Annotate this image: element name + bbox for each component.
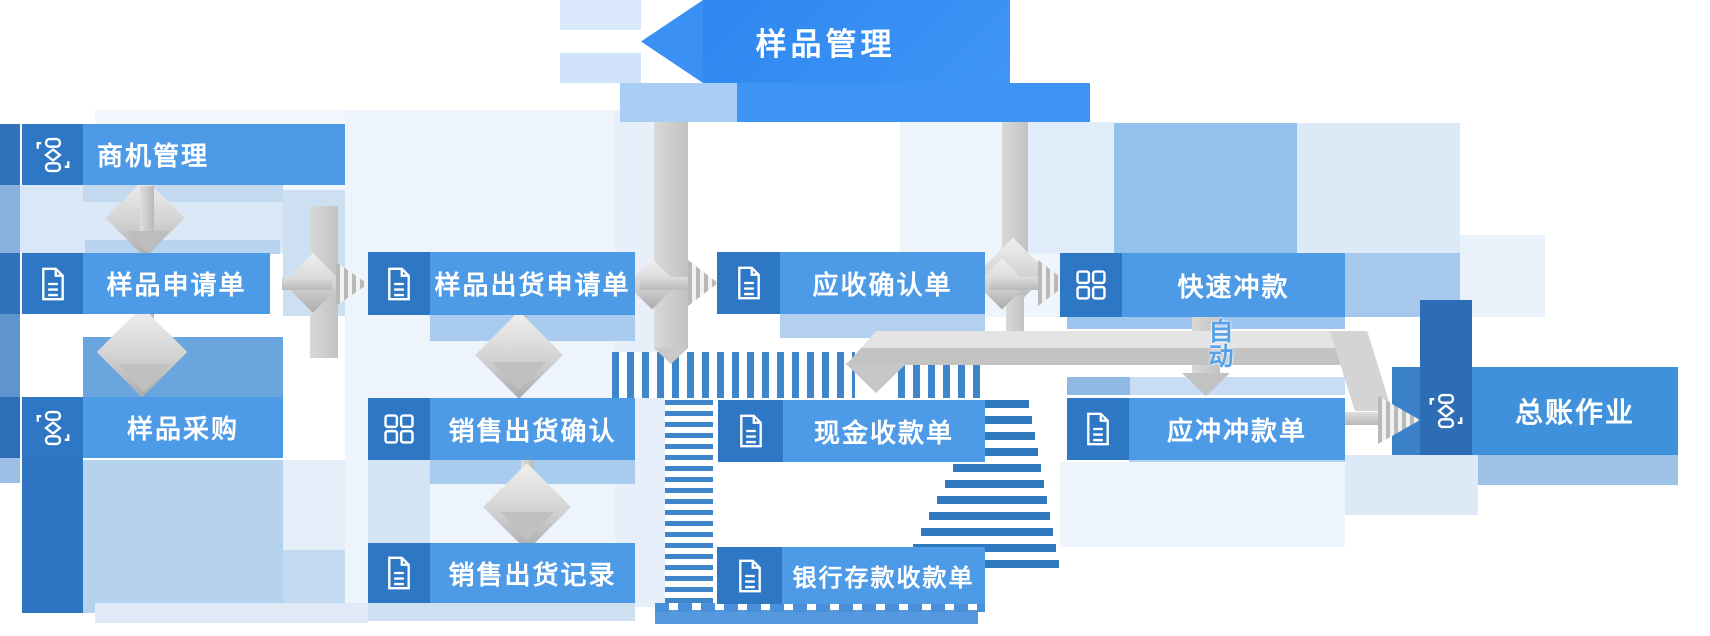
- flowchart-icon: [22, 397, 83, 458]
- arrow-head: [845, 363, 907, 393]
- banner-decor: [560, 0, 641, 30]
- mosaic-tile: [1114, 123, 1297, 253]
- node-business-opportunity[interactable]: 商机管理: [22, 124, 345, 185]
- node-label: 现金收款单: [783, 400, 985, 462]
- node-label: 销售出货确认: [430, 398, 635, 460]
- node-cash-receipt-form[interactable]: 现金收款单: [718, 400, 985, 462]
- mosaic-tile: [368, 460, 430, 543]
- banner-decor: [620, 83, 737, 122]
- mosaic-tile: [1345, 455, 1478, 515]
- mosaic-tile: [0, 458, 20, 483]
- mosaic-tile: [1297, 123, 1460, 253]
- mosaic-tile: [655, 610, 978, 624]
- node-sample-request-form[interactable]: 样品申请单: [22, 253, 270, 314]
- group-border-stair: [977, 416, 1032, 424]
- node-general-ledger[interactable]: 总账作业: [1420, 367, 1678, 455]
- group-border-stair: [969, 432, 1035, 440]
- node-sales-shipment-confirm[interactable]: 销售出货确认: [368, 398, 635, 460]
- node-label: 样品申请单: [83, 253, 270, 314]
- mosaic-tile: [368, 603, 635, 621]
- group-border-top: [612, 352, 855, 398]
- node-label: 快速冲款: [1122, 253, 1345, 317]
- mosaic-tile: [0, 185, 20, 253]
- document-icon: [718, 400, 783, 462]
- arrow-shipment-request-to-receivable: [640, 277, 692, 290]
- arrow-head: [126, 231, 170, 253]
- arrow-title-to-writeoff-flow: [1006, 295, 1024, 335]
- group-border-stair: [953, 464, 1041, 472]
- flowchart-icon: [1420, 367, 1472, 455]
- auto-flow-label: 自动: [1205, 318, 1233, 368]
- banner-sub-bar: [737, 83, 1090, 122]
- arrow-head: [654, 348, 688, 364]
- mosaic-tile: [22, 458, 83, 613]
- group-border-left: [665, 398, 713, 603]
- banner-body: [703, 0, 1010, 83]
- node-label: 样品采购: [83, 397, 283, 458]
- document-icon: [717, 252, 780, 314]
- node-label: 应冲冲款单: [1129, 398, 1345, 460]
- node-writeoff-form[interactable]: 应冲冲款单: [1067, 398, 1345, 460]
- document-icon: [1067, 398, 1129, 460]
- mosaic-tile: [83, 460, 283, 613]
- mosaic-tile: [1060, 462, 1345, 547]
- grid-icon: [368, 398, 430, 460]
- document-icon: [368, 252, 430, 315]
- mosaic-tile: [0, 124, 20, 185]
- arrow-title-to-writeoff-flow: [1002, 122, 1028, 255]
- document-icon: [368, 543, 430, 603]
- mosaic-tile: [283, 460, 345, 550]
- node-receivable-confirmation[interactable]: 应收确认单: [717, 252, 985, 314]
- node-label: 商机管理: [83, 124, 345, 185]
- arrow-sample-request-to-shipment-request: [282, 277, 332, 290]
- group-border-stair: [937, 496, 1047, 504]
- node-sample-shipment-request[interactable]: 样品出货申请单: [368, 252, 635, 315]
- mosaic-tile: [1028, 122, 1114, 253]
- mosaic-tile: [0, 253, 20, 314]
- node-label: 样品出货申请单: [430, 252, 635, 315]
- mosaic-tile: [0, 314, 20, 397]
- arrow-title-to-receivable: [654, 122, 688, 348]
- node-label: 应收确认单: [780, 252, 985, 314]
- node-sales-shipment-record[interactable]: 销售出货记录: [368, 543, 635, 603]
- node-quick-writeoff[interactable]: 快速冲款: [1060, 253, 1345, 317]
- group-border-stair: [961, 448, 1038, 456]
- arrow-head: [500, 512, 554, 540]
- arrow-head: [1182, 373, 1230, 396]
- node-sample-purchase[interactable]: 样品采购: [22, 397, 283, 458]
- arrow-auto-flow-bar: [846, 331, 1366, 365]
- mosaic-tile: [1130, 377, 1345, 395]
- mosaic-tile: [900, 122, 1002, 253]
- arrow-business-to-sample-request: [140, 186, 154, 234]
- flowchart-icon: [22, 124, 83, 185]
- node-label: 销售出货记录: [430, 543, 635, 603]
- arrow-head: [118, 364, 170, 392]
- group-border-stair: [929, 512, 1050, 520]
- diagram-title: 样品管理: [755, 27, 896, 62]
- grid-icon: [1060, 253, 1122, 317]
- node-bank-deposit-receipt[interactable]: 银行存款收款单: [717, 547, 985, 604]
- arrow-receivable-to-quick-writeoff: [990, 277, 1044, 290]
- mosaic-tile: [1460, 235, 1545, 317]
- banner-decor: [560, 53, 641, 83]
- mosaic-tile: [0, 397, 20, 458]
- arrow-head: [492, 362, 546, 390]
- mosaic-tile: [83, 185, 283, 202]
- mosaic-tile: [1420, 300, 1472, 367]
- node-label: 总账作业: [1472, 367, 1678, 455]
- document-icon: [717, 547, 782, 604]
- arrow-head: [688, 260, 718, 306]
- group-border-bottom: [655, 603, 985, 612]
- mosaic-tile: [283, 550, 345, 613]
- group-border-stair: [945, 480, 1044, 488]
- node-label: 银行存款收款单: [782, 547, 985, 604]
- group-border-stair: [985, 400, 1029, 408]
- group-border-stair: [921, 528, 1053, 536]
- document-icon: [22, 253, 83, 314]
- mosaic-tile: [95, 603, 368, 623]
- mosaic-tile: [1067, 377, 1130, 395]
- mosaic-tile: [85, 240, 280, 254]
